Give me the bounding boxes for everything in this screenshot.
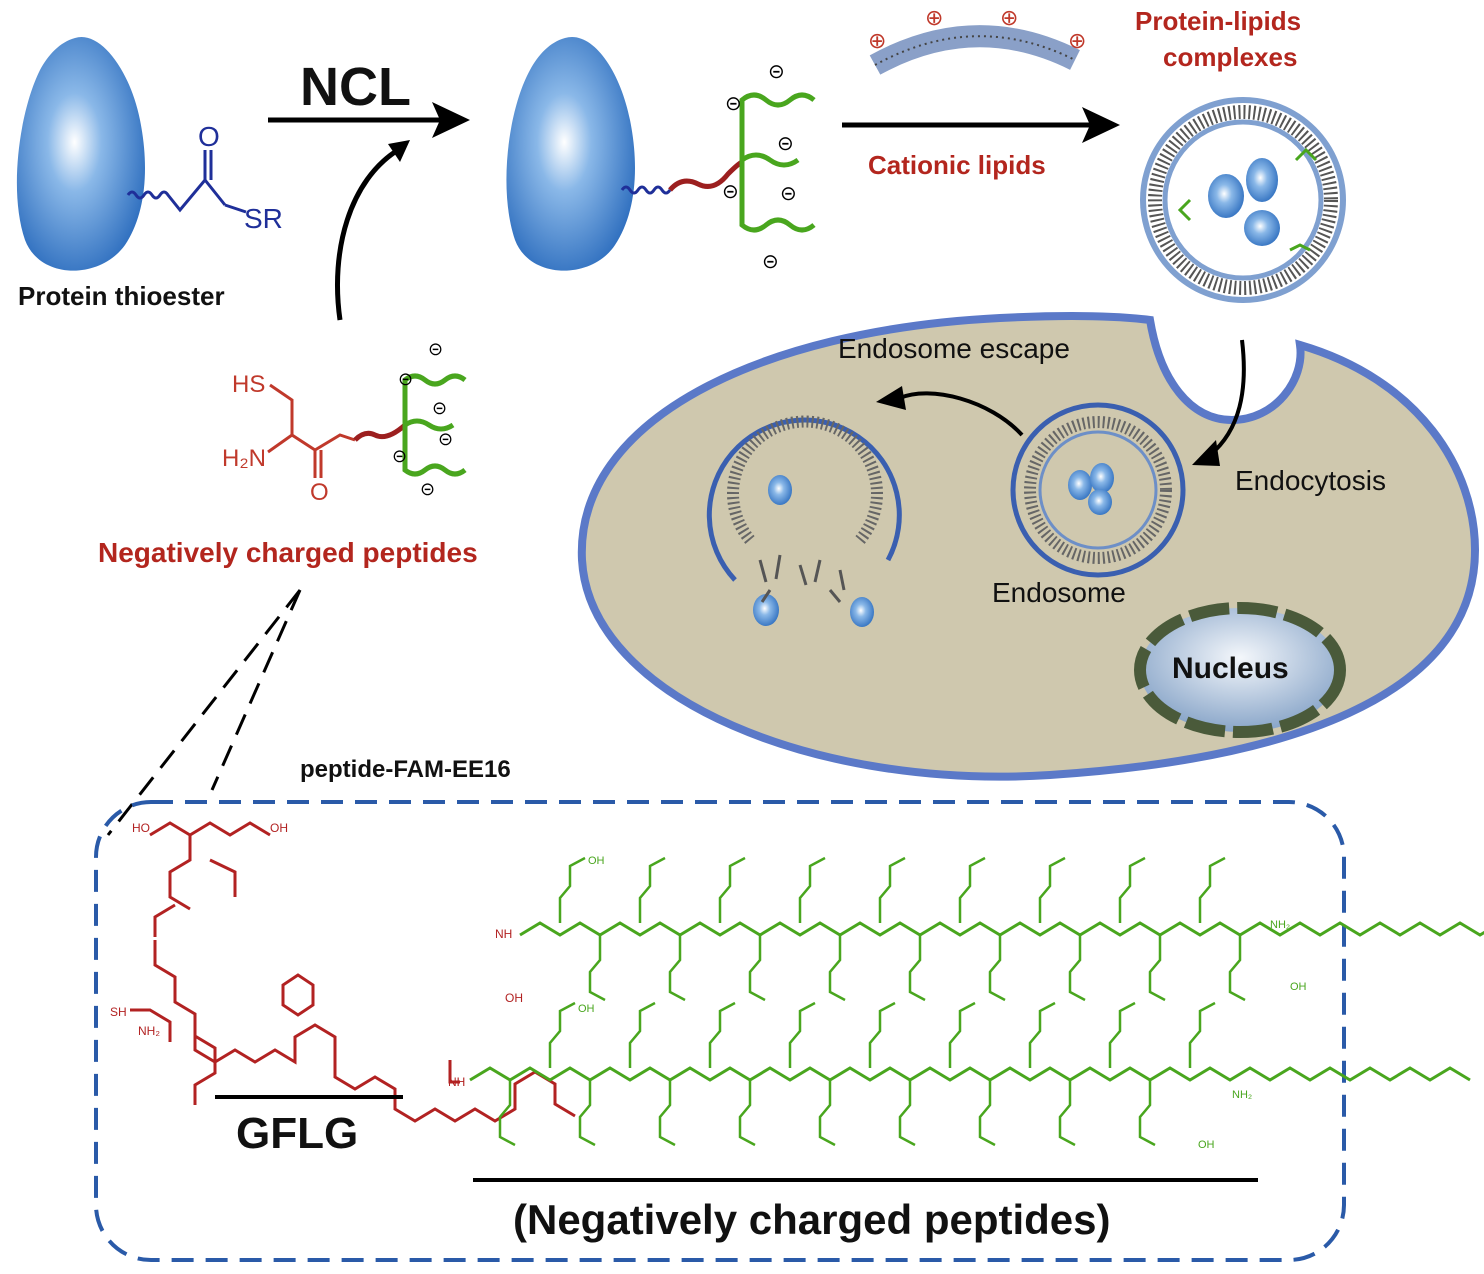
protein-peptide-conjugate: ⊝ ⊝ ⊝ ⊝ ⊝ ⊝ bbox=[506, 36, 816, 273]
minus-charge: ⊝ bbox=[768, 61, 785, 83]
endocytosis-label: Endocytosis bbox=[1235, 465, 1386, 496]
protein-blob bbox=[16, 36, 146, 271]
chem-oh: OH bbox=[270, 821, 288, 835]
cationic-lipids-label: Cationic lipids bbox=[868, 150, 1046, 180]
ee16-chain-top: NH₂ OH OH bbox=[519, 855, 1484, 1002]
nucleus bbox=[1134, 602, 1346, 738]
complexes-line2: complexes bbox=[1163, 42, 1297, 72]
thioester-wavy-linker bbox=[126, 177, 227, 213]
gflg-label: GFLG bbox=[236, 1109, 358, 1158]
green-chain-left bbox=[402, 373, 467, 477]
carbonyl-o-label: O bbox=[310, 479, 329, 506]
chem-oh: OH bbox=[578, 1003, 595, 1015]
lipid-arc bbox=[869, 25, 1080, 75]
thioester-o: O bbox=[198, 121, 220, 152]
chem-oh: OH bbox=[588, 855, 605, 867]
protein-thioester-label: Protein thioester bbox=[18, 281, 225, 311]
plus-charge: ⊕ bbox=[925, 5, 943, 30]
neg-peptide-structure: HS H₂N O ⊝ ⊝ ⊝ ⊝ ⊝ ⊝ Negatively charged … bbox=[98, 339, 478, 568]
plus-charge: ⊕ bbox=[868, 28, 886, 53]
complexes-line1: Protein-lipids bbox=[1135, 6, 1301, 36]
protein-thioester: O SR Protein thioester bbox=[16, 36, 283, 311]
neg-peptides-paren-label: (Negatively charged peptides) bbox=[513, 1196, 1111, 1243]
plus-charge: ⊕ bbox=[1068, 28, 1086, 53]
chem-oh: OH bbox=[505, 991, 523, 1005]
chem-nh2: NH₂ bbox=[138, 1024, 160, 1038]
protein-small bbox=[1208, 174, 1244, 218]
thioester-sr: SR bbox=[244, 203, 283, 234]
minus-charge: ⊝ bbox=[725, 93, 742, 115]
chem-sh: SH bbox=[110, 1005, 127, 1019]
chem-nh: NH bbox=[448, 1075, 465, 1089]
chem-nh: NH bbox=[495, 927, 512, 941]
fam-structure: HO OH SH NH₂ NH NH OH bbox=[110, 821, 576, 1123]
chem-nh2: NH₂ bbox=[1270, 919, 1290, 931]
minus-charge: ⊝ bbox=[428, 339, 443, 359]
ncl-arrow: NCL bbox=[268, 57, 470, 321]
minus-charge: ⊝ bbox=[432, 398, 447, 418]
chem-ho: HO bbox=[132, 821, 150, 835]
ee16-chain-bottom: NH₂ OH OH bbox=[469, 1001, 1471, 1151]
neg-peptides-label: Negatively charged peptides bbox=[98, 537, 478, 568]
minus-charge: ⊝ bbox=[438, 429, 453, 449]
chem-nh2: NH₂ bbox=[1232, 1089, 1252, 1101]
chem-oh: OH bbox=[1290, 981, 1307, 993]
minus-charge: ⊝ bbox=[777, 133, 794, 155]
protein-small bbox=[1244, 210, 1280, 246]
endosome-label: Endosome bbox=[992, 577, 1126, 608]
zoom-lines bbox=[106, 589, 302, 836]
protein-blob bbox=[506, 36, 635, 271]
escape-arrow bbox=[899, 391, 1024, 437]
minus-charge: ⊝ bbox=[780, 183, 797, 205]
structure-box bbox=[94, 800, 1346, 1262]
curved-arrow-up bbox=[335, 147, 400, 321]
cationic-lipid-step: ⊕ ⊕ ⊕ ⊕ Cationic lipids bbox=[842, 5, 1120, 180]
minus-charge: ⊝ bbox=[762, 251, 779, 273]
s-bond bbox=[224, 203, 247, 214]
green-chain-mid bbox=[739, 92, 816, 233]
protein-lipid-complex: Protein-lipids complexes bbox=[1135, 6, 1346, 303]
h2n-label: H₂N bbox=[222, 445, 266, 472]
cell: Endosome escape Endocytosis Endosome Nuc… bbox=[577, 311, 1480, 781]
endocytosis-arrow bbox=[1208, 339, 1246, 457]
nucleus-label: Nucleus bbox=[1172, 652, 1289, 685]
hs-label: HS bbox=[232, 371, 265, 398]
peptide-name-label: peptide-FAM-EE16 bbox=[300, 756, 511, 783]
minus-charge: ⊝ bbox=[398, 369, 413, 389]
minus-charge: ⊝ bbox=[722, 181, 739, 203]
minus-charge: ⊝ bbox=[392, 446, 407, 466]
chem-oh: OH bbox=[1198, 1139, 1215, 1151]
minus-charge: ⊝ bbox=[420, 479, 435, 499]
endosome-escape-label: Endosome escape bbox=[838, 333, 1070, 364]
ncl-label: NCL bbox=[300, 57, 411, 117]
plus-charge: ⊕ bbox=[1000, 5, 1018, 30]
protein-small bbox=[1246, 158, 1278, 202]
